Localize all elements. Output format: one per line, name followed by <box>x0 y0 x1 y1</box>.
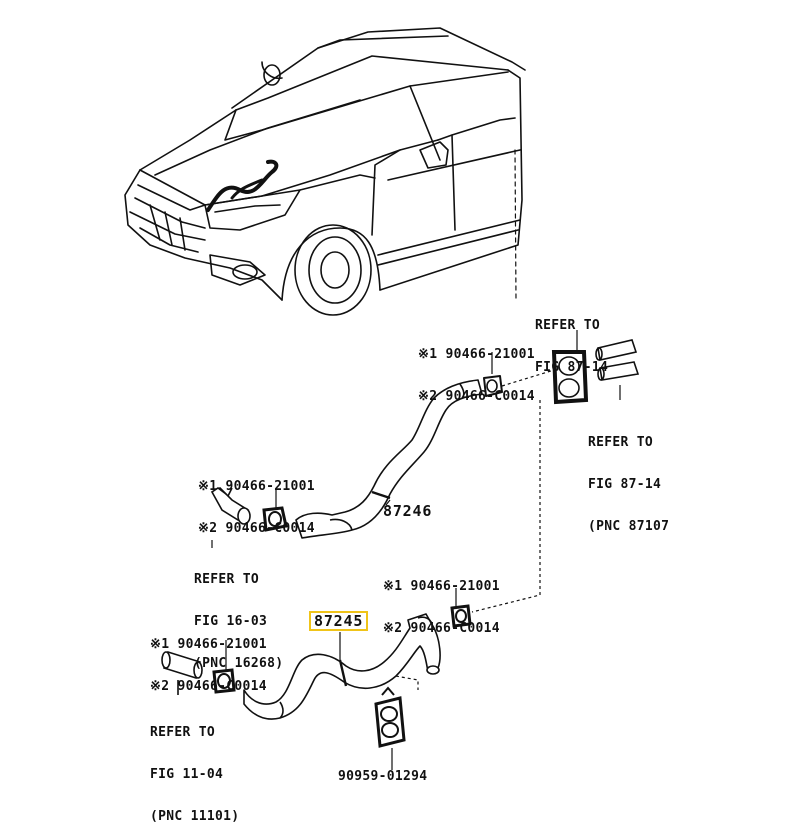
part-number-90959-01294[interactable]: 90959-01294 <box>338 769 428 784</box>
pipe-stub-fig16 <box>212 488 250 524</box>
hose-87246 <box>296 376 502 538</box>
hose-87245 <box>244 614 440 719</box>
ref-line: FIG 87-14 <box>588 477 662 492</box>
clip-bottom-left <box>214 670 234 692</box>
heater-core-boss <box>554 330 586 402</box>
ref-line: REFER TO <box>194 572 260 587</box>
ref-fig11: REFER TO FIG 11-04 (PNC 11101) <box>150 698 239 838</box>
part-number-87246[interactable]: 87246 <box>383 502 433 520</box>
ref-line: FIG 16-03 <box>194 614 268 629</box>
ref-line: FIG 11-04 <box>150 767 224 782</box>
clip-part-number: ※1 90466-21001 <box>383 579 500 594</box>
diagram-drawing <box>0 0 800 800</box>
ref-line: (PNC 11101) <box>150 809 240 824</box>
dashed-leaders <box>390 370 554 690</box>
heater-pipes <box>596 340 638 400</box>
clip-part-number: ※1 90466-21001 <box>198 479 315 494</box>
ref-line: REFER TO <box>588 435 654 450</box>
ref-line: (PNC 16268) <box>194 656 284 671</box>
clip-part-number: ※1 90466-21001 <box>418 347 535 362</box>
ref-fig87-top: REFER TO FIG 87-14 <box>535 291 608 389</box>
ref-line: (PNC 87107 <box>588 519 670 534</box>
clamp-90959-01294 <box>376 688 404 770</box>
clip-label-mid-right: ※1 90466-21001 ※2 90466-C0014 <box>383 552 500 650</box>
clip-mid-right <box>452 588 470 626</box>
ref-line: FIG 87-14 <box>535 360 609 375</box>
clip-mid-left <box>264 490 286 530</box>
pipe-stub-fig11 <box>162 652 202 695</box>
ref-line: REFER TO <box>535 318 601 333</box>
clip-part-number: ※2 90466-C0014 <box>418 389 535 404</box>
car-illustration <box>125 28 525 315</box>
clip-part-number: ※1 90466-21001 <box>150 637 267 652</box>
ref-line: REFER TO <box>150 725 216 740</box>
clip-part-number: ※2 90466-C0014 <box>150 679 267 694</box>
part-number-87245-highlighted[interactable]: 87245 <box>308 611 369 631</box>
clip-part-number: ※2 90466-C0014 <box>198 521 315 536</box>
clip-label-bottom-left: ※1 90466-21001 ※2 90466-C0014 <box>150 610 267 708</box>
leader-lines <box>212 352 492 670</box>
ref-fig87-right: REFER TO FIG 87-14 (PNC 87107 <box>588 408 669 548</box>
clip-label-mid-left: ※1 90466-21001 ※2 90466-C0014 <box>198 452 315 550</box>
clip-part-number: ※2 90466-C0014 <box>383 621 500 636</box>
clip-label-top-right: ※1 90466-21001 ※2 90466-C0014 <box>418 320 535 418</box>
ref-fig16: REFER TO FIG 16-03 (PNC 16268) <box>194 545 283 685</box>
